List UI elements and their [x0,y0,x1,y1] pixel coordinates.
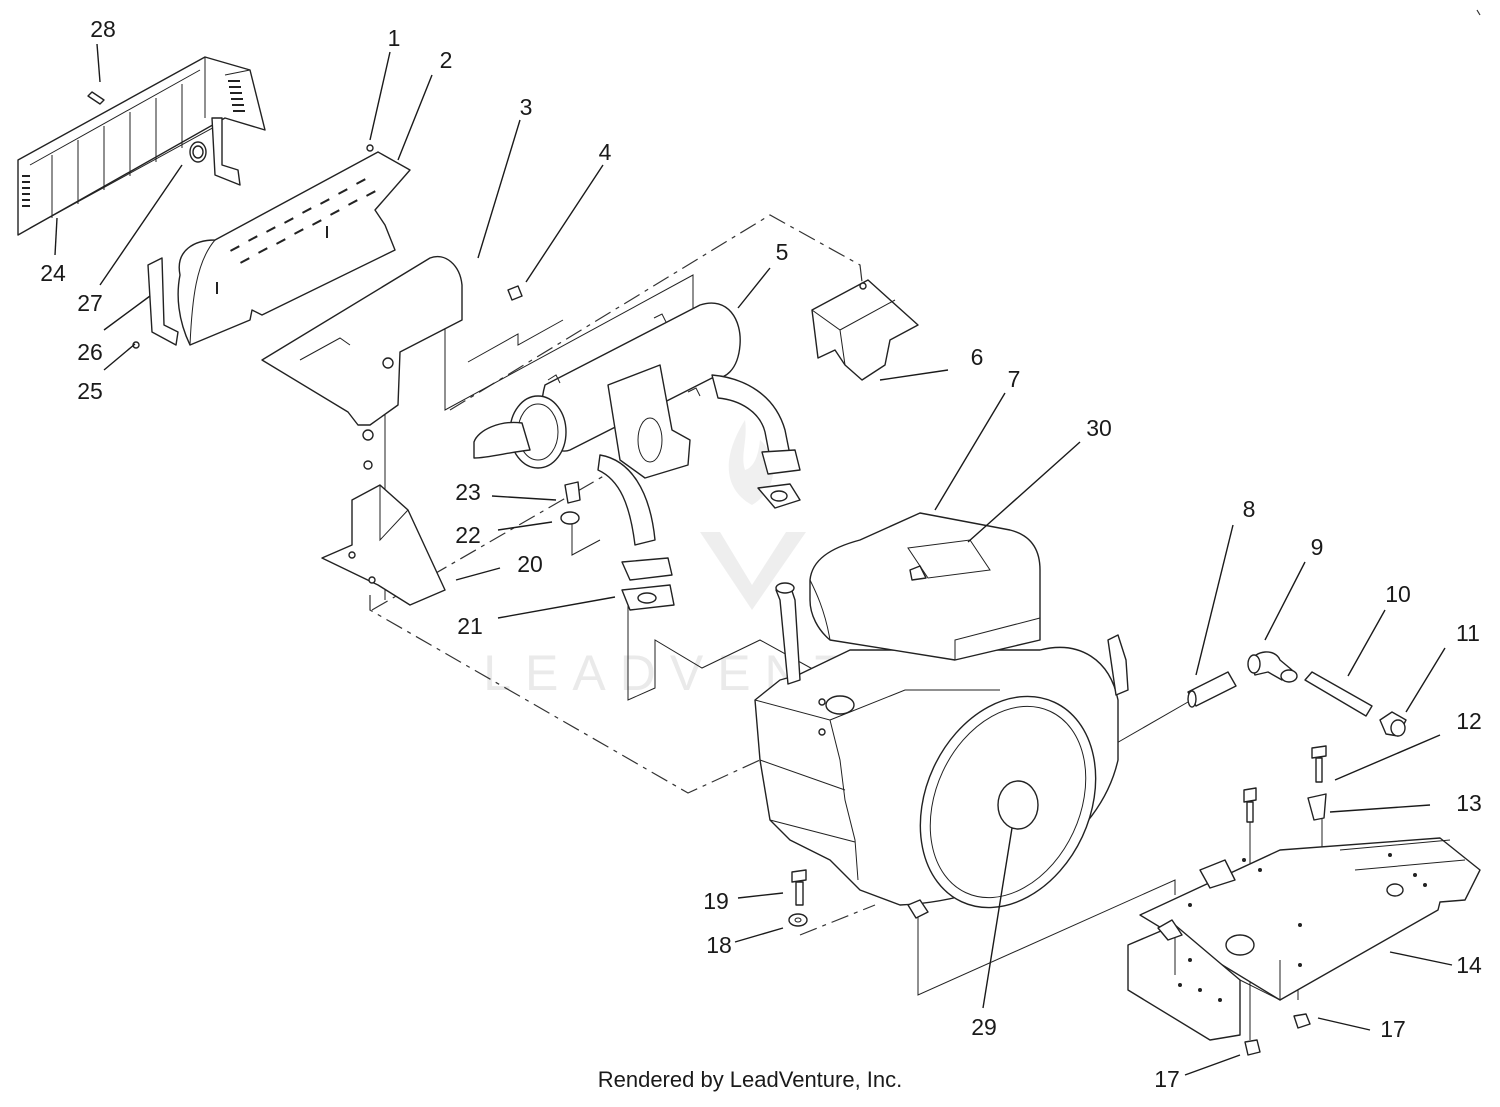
bracket-part-13 [1307,793,1327,821]
flywheel-screen-part-29 [919,695,1097,909]
muffler-part-5 [473,302,801,611]
elbow-part-9 [1247,651,1298,683]
callout-21: 21 [457,613,483,639]
callout-9: 9 [1311,534,1324,560]
callout-23: 23 [455,479,481,505]
callout-3: 3 [520,94,533,120]
callout-30: 30 [1086,415,1112,441]
lower-shield-part-3 [261,255,463,470]
callout-4: 4 [599,139,612,165]
callout-11: 11 [1456,620,1480,646]
cover-part-6 [811,279,919,381]
callout-24: 24 [40,260,66,286]
nut-part-17-a [1293,1013,1311,1029]
washer-part-18 [788,913,808,927]
callout-18: 18 [706,932,732,958]
callout-8: 8 [1243,496,1256,522]
muffler-bracket-part-20 [321,484,446,606]
pipe-nipple-part-8 [1187,671,1237,708]
callout-numbers: 1 2 3 4 5 6 7 8 9 10 11 12 13 14 17 17 1… [40,16,1482,1092]
callout-26: 26 [77,339,103,365]
callout-12: 12 [1456,708,1482,734]
callout-2: 2 [440,47,453,73]
bracket-part-26 [132,257,179,349]
cap-part-11 [1379,711,1407,737]
corner-mark [1476,9,1481,16]
callout-27: 27 [77,290,103,316]
callout-17-bottom: 17 [1154,1066,1180,1092]
mount-plate-part-14 [1127,837,1481,1041]
heat-shield-part-2 [177,144,411,346]
bolt-part-23 [560,481,581,525]
pipe-part-10 [1304,671,1373,717]
bolt-part-19 [791,869,807,906]
callout-13: 13 [1456,790,1482,816]
screw-part-4 [507,285,523,301]
bolt-part-12 [1311,745,1327,783]
callout-25: 25 [77,378,103,404]
nut-part-17-b [1244,1039,1261,1056]
callout-19: 19 [703,888,729,914]
leader-lines [54,43,1453,1076]
callout-29: 29 [971,1014,997,1040]
callout-20: 20 [517,551,543,577]
callout-28: 28 [90,16,116,42]
bolt-center-plate [1243,787,1257,823]
callout-22: 22 [455,522,481,548]
callout-7: 7 [1008,366,1021,392]
callout-17-right: 17 [1380,1016,1406,1042]
callout-1: 1 [388,25,401,51]
callout-14: 14 [1456,952,1482,978]
grille-panel-part-24 [17,56,266,236]
footer-credit: Rendered by LeadVenture, Inc. [597,1067,903,1092]
spacer-part-27 [192,145,204,159]
callout-10: 10 [1385,581,1411,607]
callout-6: 6 [971,344,984,370]
callout-5: 5 [776,239,789,265]
